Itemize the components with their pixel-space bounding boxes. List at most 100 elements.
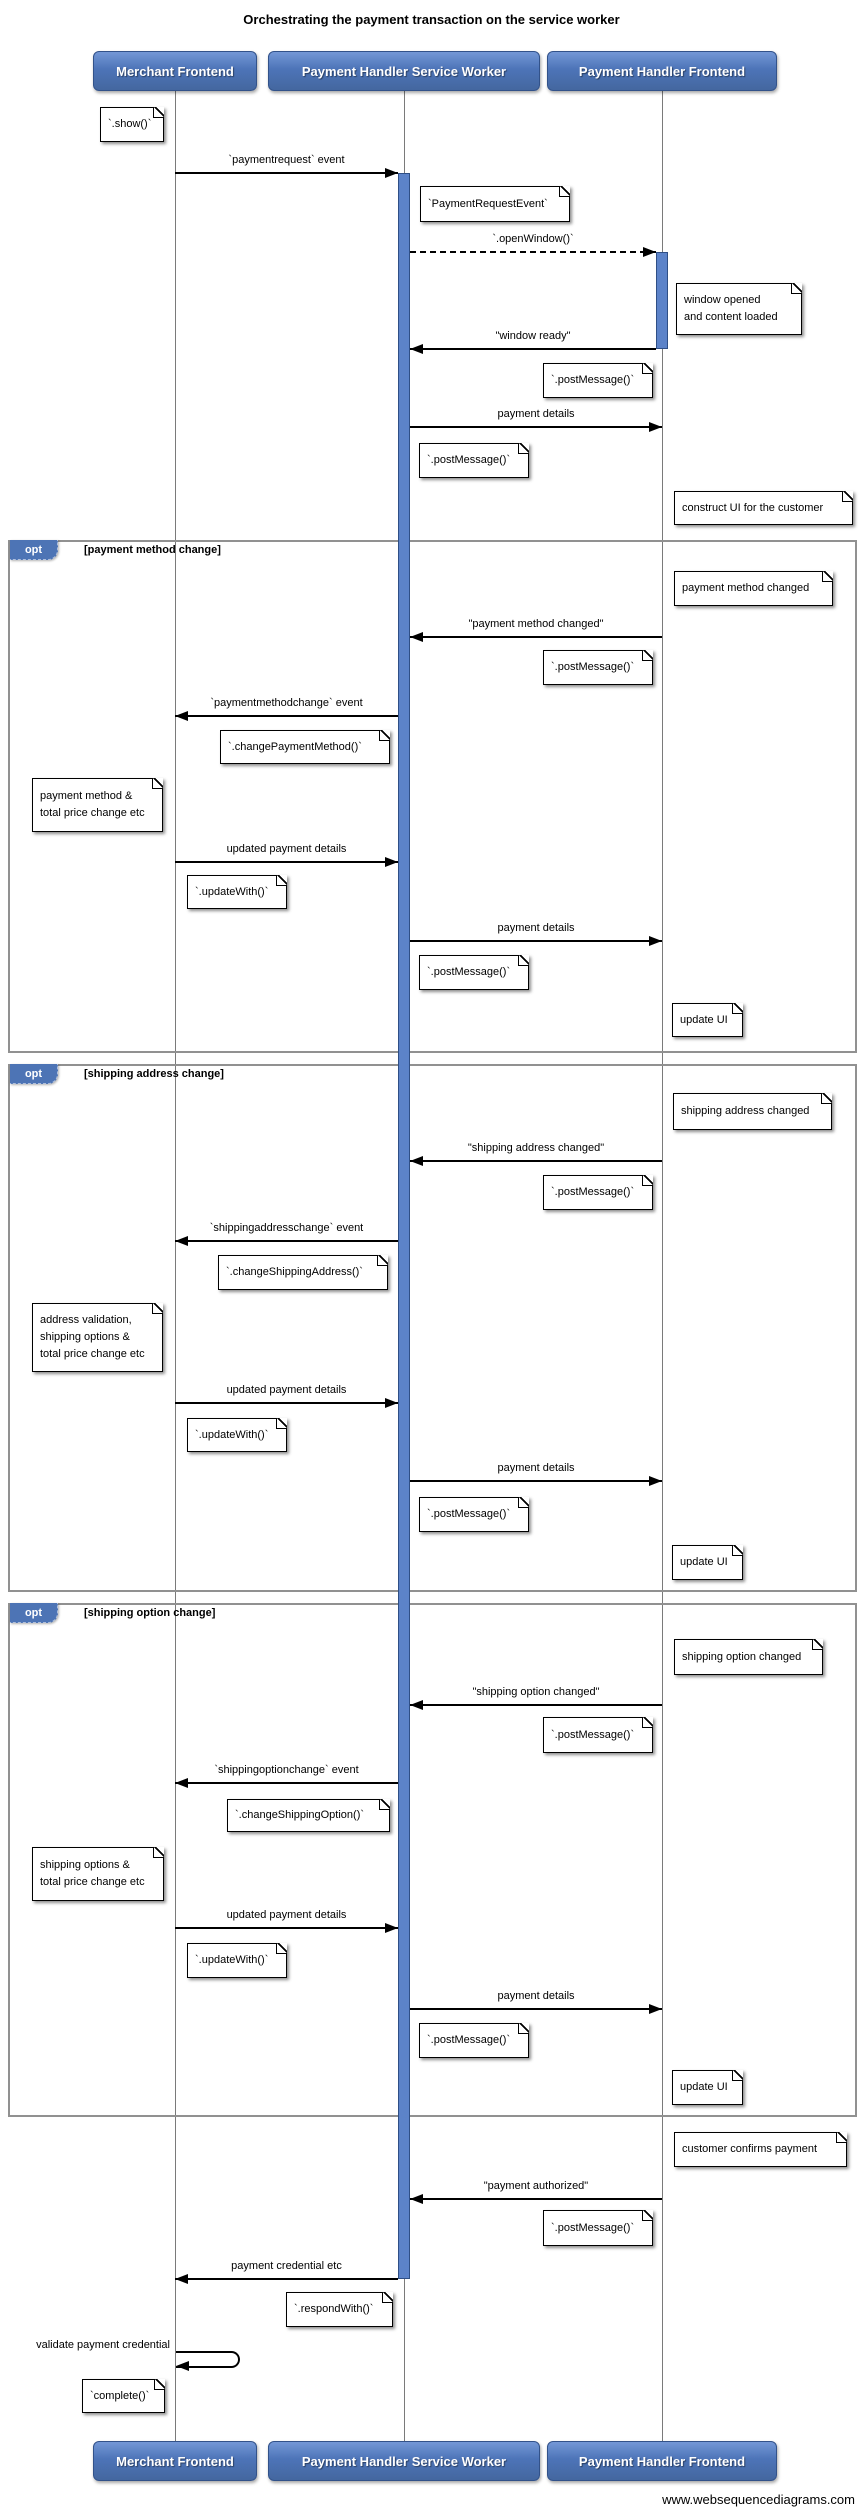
note-text: `.show()` — [108, 118, 152, 130]
actor-box-bottom-sw: Payment Handler Service Worker — [268, 2441, 540, 2481]
note: payment method & total price change etc — [32, 778, 163, 832]
note: payment method changed — [674, 571, 833, 606]
message-arrow — [175, 172, 398, 174]
diagram-title: Orchestrating the payment transaction on… — [243, 12, 620, 27]
message-label: `paymentmethodchange` event — [210, 697, 363, 709]
note-text: `complete()` — [90, 2389, 150, 2402]
note-text: customer confirms payment — [682, 2143, 818, 2155]
note: `.postMessage()` — [543, 1175, 653, 1210]
note-text: `.postMessage()` — [427, 1508, 511, 1520]
note: window opened and content loaded — [676, 283, 802, 335]
note-fold-corner — [642, 1717, 653, 1728]
activation-bar-sw — [398, 173, 410, 2279]
actor-box-bottom-pf: Payment Handler Frontend — [547, 2441, 777, 2481]
self-message-loop — [176, 2351, 240, 2368]
opt-fragment-1 — [8, 540, 857, 1053]
message-label: `shippingaddresschange` event — [209, 1222, 364, 1234]
note-fold-corner — [518, 443, 529, 454]
note-text: `.changeShippingOption()` — [235, 1809, 365, 1821]
note-text: update UI — [680, 1013, 728, 1026]
message-arrow — [175, 2278, 398, 2280]
note-text: `.postMessage()` — [551, 1728, 635, 1741]
note-fold-corner — [153, 107, 164, 118]
note-fold-corner — [276, 1418, 287, 1429]
note-fold-corner — [152, 778, 163, 789]
note: shipping option changed — [674, 1639, 823, 1675]
message-label: `.openWindow()` — [492, 233, 574, 245]
note: shipping options & total price change et… — [32, 1847, 164, 1901]
arrowhead — [649, 422, 662, 432]
note-fold-corner — [518, 955, 529, 966]
arrowhead — [649, 936, 662, 946]
note-fold-corner — [518, 2023, 529, 2034]
note-fold-corner — [379, 730, 390, 741]
note-text: `.changeShippingAddress()` — [226, 1266, 363, 1278]
activation-bar-pf — [656, 252, 668, 349]
arrowhead — [649, 2004, 662, 2014]
note-text: `.postMessage()` — [427, 2034, 511, 2046]
note-text: update UI — [680, 2081, 728, 2093]
note-text: `.updateWith()` — [195, 885, 269, 898]
arrowhead — [643, 247, 656, 257]
note: `.changeShippingOption()` — [227, 1799, 390, 1832]
note-fold-corner — [377, 1255, 388, 1266]
note-text: `.postMessage()` — [551, 374, 635, 386]
note: update UI — [672, 1545, 743, 1580]
message-arrow — [175, 1402, 398, 1404]
note: `.updateWith()` — [187, 875, 287, 909]
arrowhead — [410, 344, 423, 354]
note-fold-corner — [732, 2070, 743, 2081]
note-text: `.updateWith()` — [195, 1428, 269, 1441]
note-fold-corner — [276, 1943, 287, 1954]
message-arrow — [410, 251, 656, 253]
note-fold-corner — [732, 1003, 743, 1014]
opt-fragment-2 — [8, 1064, 857, 1592]
arrowhead — [175, 1236, 188, 1246]
arrowhead — [410, 1156, 423, 1166]
note-text: `.changePaymentMethod()` — [228, 740, 362, 753]
note-fold-corner — [559, 186, 570, 197]
message-label: updated payment details — [226, 1909, 347, 1921]
message-label: "shipping option changed" — [472, 1686, 600, 1698]
note-fold-corner — [821, 1093, 832, 1104]
self-message-label: validate payment credential — [36, 2339, 170, 2351]
note-fold-corner — [732, 1545, 743, 1556]
note-text: address validation, shipping options & t… — [40, 1314, 145, 1360]
message-arrow — [175, 1240, 398, 1242]
note-fold-corner — [642, 650, 653, 661]
arrowhead — [176, 2361, 189, 2371]
note: `.postMessage()` — [543, 363, 653, 398]
note-fold-corner — [152, 1303, 163, 1314]
note: update UI — [672, 2070, 743, 2105]
note-fold-corner — [276, 875, 287, 886]
note-text: shipping option changed — [682, 1650, 802, 1663]
arrowhead — [385, 1923, 398, 1933]
note-fold-corner — [791, 283, 802, 294]
opt-fragment-3 — [8, 1603, 857, 2117]
note: `.postMessage()` — [419, 443, 529, 478]
message-arrow — [410, 1160, 662, 1162]
actor-box-top-m: Merchant Frontend — [93, 51, 257, 91]
footer-watermark: www.websequencediagrams.com — [662, 2492, 855, 2507]
arrowhead — [175, 1778, 188, 1788]
note-text: update UI — [680, 1556, 728, 1568]
note-text: `.postMessage()` — [427, 454, 511, 466]
note-fold-corner — [153, 1847, 164, 1858]
message-label: payment details — [497, 1462, 575, 1474]
note: construct UI for the customer — [674, 491, 853, 525]
note: `complete()` — [82, 2379, 165, 2413]
message-arrow — [410, 636, 662, 638]
note-text: `.postMessage()` — [551, 1186, 635, 1198]
note-fold-corner — [842, 491, 853, 502]
message-arrow — [410, 940, 662, 942]
message-arrow — [175, 861, 398, 863]
note: `.respondWith()` — [286, 2292, 393, 2327]
opt-condition-label: [shipping address change] — [84, 1068, 224, 1080]
message-label: updated payment details — [226, 843, 347, 855]
arrowhead — [175, 711, 188, 721]
message-label: payment details — [497, 1990, 575, 2002]
actor-box-top-pf: Payment Handler Frontend — [547, 51, 777, 91]
message-arrow — [410, 2198, 662, 2200]
note: `.postMessage()` — [543, 650, 653, 685]
message-label: `paymentrequest` event — [228, 154, 345, 166]
